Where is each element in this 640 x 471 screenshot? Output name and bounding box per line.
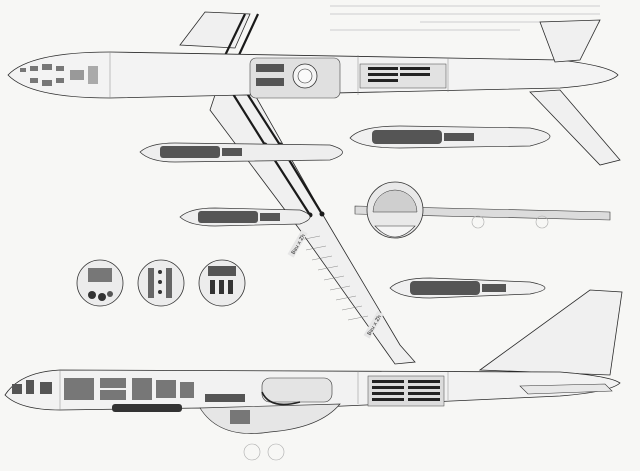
fuselage-cross-section-1 [76,259,124,307]
detail-cross-section [354,181,611,239]
fuselage-cross-section-2 [137,259,185,307]
fuselage-cross-section-3 [198,259,246,307]
bleed-through-text [330,5,600,31]
fuselage-top-view [7,19,621,166]
wing-engine-pods [139,142,343,227]
detail-engine-side-1 [349,125,551,149]
fuselage-side-view [4,289,623,461]
detail-engine-side-2 [389,277,546,299]
